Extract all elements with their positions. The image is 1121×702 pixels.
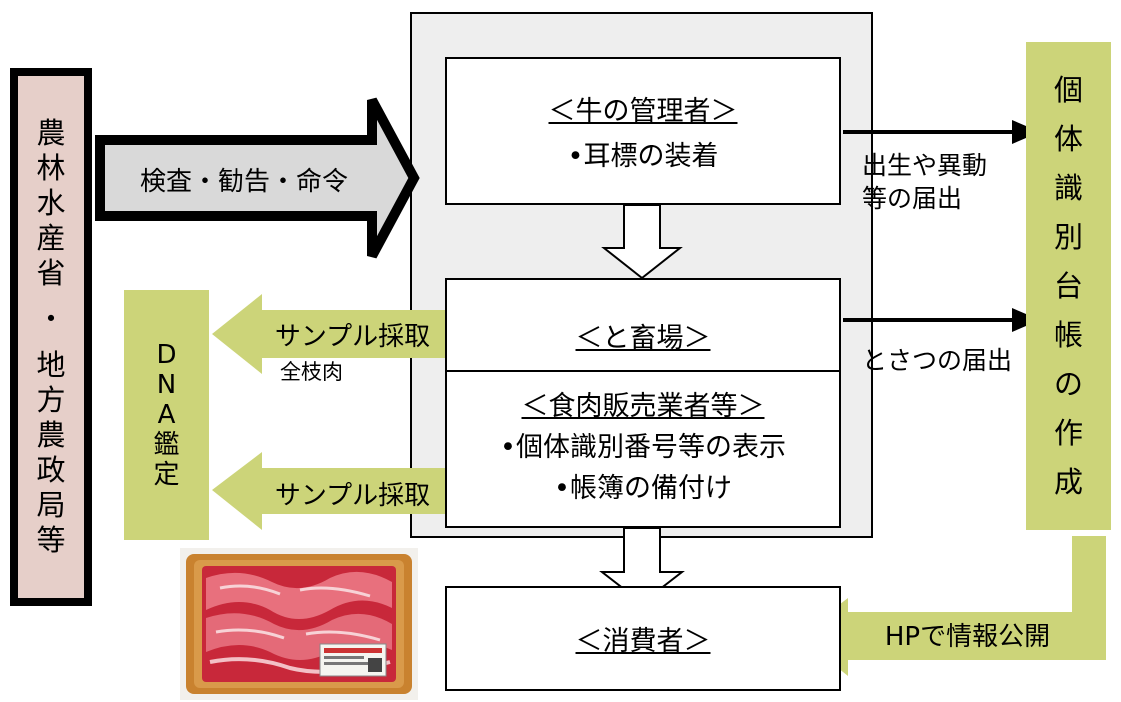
inspection-label: 検査・勧告・命令: [139, 166, 348, 197]
consumer-title: ＜消費者＞: [575, 626, 711, 657]
ledger-char: 体: [1053, 121, 1083, 156]
notice-slaughter-label: とさつの届出: [862, 346, 1013, 375]
ministry-char: 林: [36, 151, 66, 185]
ministry-char: 等: [36, 523, 66, 557]
ledger-char: 台: [1053, 268, 1083, 303]
dna-char: D: [156, 340, 177, 370]
dna-char: 鑑: [153, 430, 180, 460]
ledger-box: 個 体 識 別 台 帳 の 作 成: [1026, 42, 1111, 530]
whole-carcass-label: 全枝肉: [280, 360, 343, 384]
sample-label-1: サンプル採取: [274, 321, 431, 352]
sample-arrow-1: [212, 294, 470, 374]
hp-disclosure-arrow: [798, 536, 1106, 676]
ministry-char: 政: [36, 453, 66, 487]
node-cattle-manager: ＜牛の管理者＞ •耳標の装着: [445, 57, 841, 205]
ministry-char: 農: [36, 116, 66, 150]
sample-label-2: サンプル採取: [274, 480, 431, 511]
ledger-char: の: [1053, 366, 1083, 401]
ministry-box: 農 林 水 産 省 ・ 地 方 農 政 局 等: [10, 68, 92, 606]
retailer-item: •帳簿の備付け: [554, 473, 732, 504]
sample-arrow-2: [212, 452, 470, 530]
ministry-char: 省: [36, 256, 66, 290]
dna-box: D N A 鑑 定: [124, 290, 209, 540]
notice-birth-line1: 出生や異動: [862, 151, 988, 180]
retailer-title: ＜食肉販売業者等＞: [521, 391, 765, 422]
ministry-char: 局: [36, 488, 66, 522]
hp-disclosure-label: HPで情報公開: [884, 621, 1051, 652]
ministry-char: 方: [36, 383, 66, 417]
node-slaughterhouse-retailer: ＜と畜場＞ ＜食肉販売業者等＞ •個体識別番号等の表示 •帳簿の備付け: [445, 278, 841, 528]
notice-birth-line2: 等の届出: [862, 183, 963, 213]
inspection-arrow: [95, 97, 420, 259]
ministry-char: 地: [36, 348, 66, 382]
ministry-char: ・: [36, 302, 66, 336]
retailer-item: •個体識別番号等の表示: [500, 432, 786, 463]
ministry-char: 水: [36, 186, 66, 220]
ledger-char: 識: [1053, 170, 1083, 205]
flow-arrow-manager-to-slaughter: [601, 204, 683, 280]
ledger-char: 成: [1053, 464, 1083, 499]
dna-char: 定: [153, 460, 180, 490]
dna-char: N: [156, 370, 177, 400]
ministry-label: 農 林 水 産 省 ・ 地 方 農 政 局 等: [36, 116, 65, 558]
manager-item: •耳標の装着: [567, 141, 719, 172]
node-consumer: ＜消費者＞: [445, 586, 841, 691]
dna-label: D N A 鑑 定: [153, 340, 179, 490]
meat-package-image: [180, 548, 418, 700]
slaughterhouse-title: ＜と畜場＞: [575, 323, 711, 354]
manager-title: ＜牛の管理者＞: [548, 96, 738, 127]
retailer-block: ＜食肉販売業者等＞ •個体識別番号等の表示 •帳簿の備付け: [447, 384, 839, 505]
ministry-char: 農: [36, 418, 66, 452]
ledger-label: 個 体 識 別 台 帳 の 作 成: [1054, 66, 1083, 507]
ministry-char: 産: [36, 221, 66, 255]
dna-char: A: [157, 400, 176, 430]
ledger-char: 作: [1053, 415, 1083, 450]
notice-birth-label: 出生や異動 等の届出: [862, 150, 987, 215]
ledger-char: 帳: [1053, 317, 1083, 352]
node-divider: [447, 370, 839, 372]
ledger-char: 別: [1053, 219, 1083, 254]
ledger-char: 個: [1053, 72, 1083, 107]
